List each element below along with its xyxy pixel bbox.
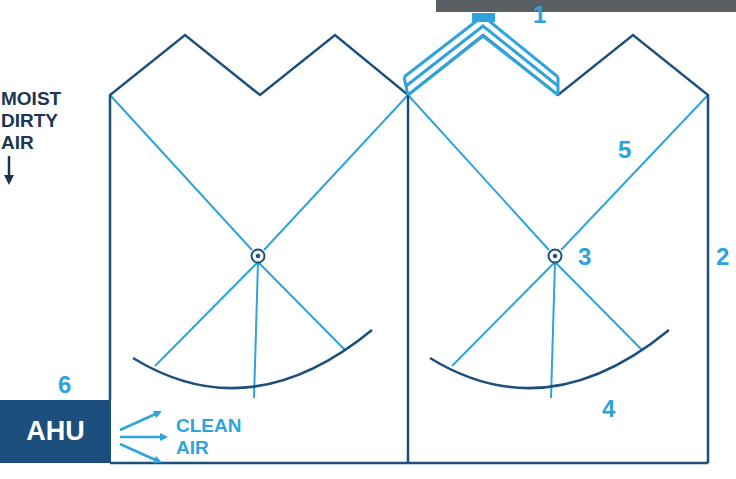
unit-label: AHU bbox=[26, 416, 85, 447]
outflow-arrows bbox=[120, 412, 166, 462]
air-label-holder: MOIST DIRTY AIR bbox=[1, 88, 61, 154]
vent-cap bbox=[472, 13, 495, 22]
callout-number: 5 bbox=[618, 137, 631, 163]
ahu-box: AHU bbox=[0, 400, 111, 463]
greenhouse-frame bbox=[110, 35, 708, 463]
callout-number-holder: 4 bbox=[602, 396, 615, 422]
callout-number-holder: 3 bbox=[578, 244, 591, 270]
callout-number: 1 bbox=[533, 2, 546, 28]
air-label: CLEAN AIR bbox=[176, 415, 241, 459]
callout-number-holder: 1 bbox=[533, 2, 546, 28]
callout-number-holder: 6 bbox=[58, 372, 71, 398]
air-label-holder: CLEAN AIR bbox=[176, 415, 241, 459]
callout-number-holder: 5 bbox=[618, 137, 631, 163]
photo-fragment bbox=[436, 0, 736, 12]
callout-number: 2 bbox=[716, 244, 729, 270]
screen-curve bbox=[133, 330, 669, 388]
callout-number: 4 bbox=[602, 396, 615, 422]
air-label: MOIST DIRTY AIR bbox=[1, 88, 61, 154]
callout-number: 6 bbox=[58, 372, 71, 398]
inflow-arrow bbox=[8, 156, 11, 182]
callout-number: 3 bbox=[578, 244, 591, 270]
pivot bbox=[252, 250, 562, 263]
callout-number-holder: 2 bbox=[716, 244, 729, 270]
